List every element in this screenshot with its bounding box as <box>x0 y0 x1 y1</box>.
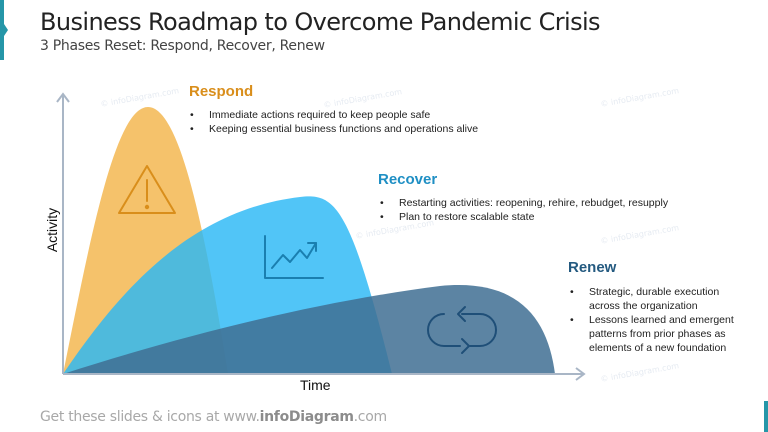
renew-shape <box>63 285 555 374</box>
recover-title: Recover <box>378 171 438 188</box>
accent-bar <box>0 0 4 60</box>
respond-bullets: Immediate actions required to keep peopl… <box>190 108 490 136</box>
warning-triangle-icon <box>118 165 176 214</box>
corner-accent-bar <box>764 401 768 432</box>
page-title: Business Roadmap to Overcome Pandemic Cr… <box>40 8 601 36</box>
y-axis-label: Activity <box>44 207 60 253</box>
respond-title: Respond <box>189 83 254 100</box>
recover-bullet: Restarting activities: reopening, rehire… <box>380 196 680 210</box>
respond-bullet: Immediate actions required to keep peopl… <box>190 108 490 122</box>
chart-growth-icon <box>264 235 324 279</box>
respond-bullet: Keeping essential business functions and… <box>190 122 490 136</box>
page-subtitle: 3 Phases Reset: Respond, Recover, Renew <box>40 38 325 54</box>
x-axis-label: Time <box>300 377 331 393</box>
footer-prefix: Get these slides & icons at www. <box>40 409 260 425</box>
renew-bullet: Lessons learned and emergent patterns fr… <box>570 313 735 355</box>
x-axis-arrowhead <box>575 367 586 381</box>
recover-bullet: Plan to restore scalable state <box>380 210 680 224</box>
renew-title: Renew <box>568 259 617 276</box>
footer-brand[interactable]: infoDiagram <box>259 409 354 425</box>
accent-arrow <box>4 24 8 36</box>
renew-bullets: Strategic, durable execution across the … <box>570 285 735 355</box>
footer-suffix: .com <box>353 409 387 425</box>
y-axis-arrowhead <box>56 92 70 103</box>
recover-bullets: Restarting activities: reopening, rehire… <box>380 196 680 224</box>
cycle-arrows-icon <box>427 306 497 354</box>
renew-bullet: Strategic, durable execution across the … <box>570 285 735 313</box>
footer-credit: Get these slides & icons at www.infoDiag… <box>40 409 387 425</box>
